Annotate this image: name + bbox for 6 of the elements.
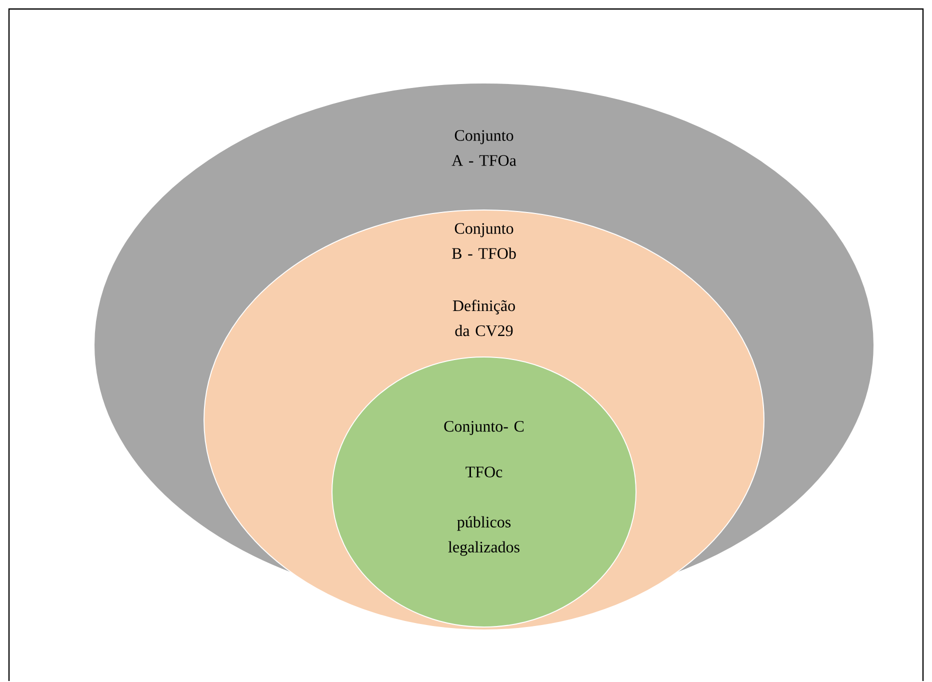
set-label: Conjunto- C <box>444 421 524 435</box>
set-label: públicos legalizados <box>448 516 520 556</box>
set-label: Conjunto A - TFOa <box>452 130 516 166</box>
set-label: Definição da CV29 <box>452 300 515 336</box>
set-label: TFOc <box>466 466 502 478</box>
set-label: Conjunto B - TFOb <box>452 223 516 259</box>
